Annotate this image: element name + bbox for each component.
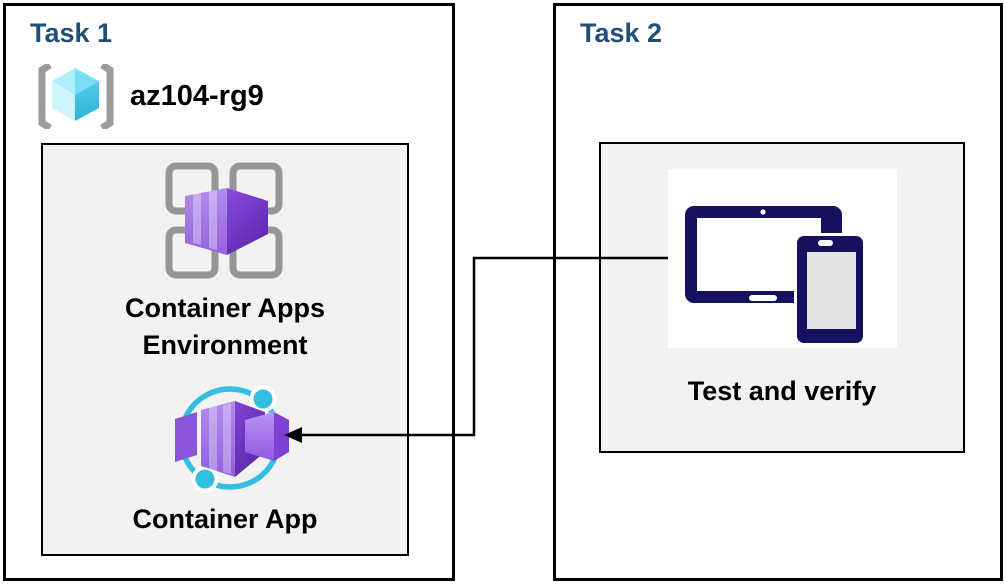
container-app-label: Container App	[132, 504, 318, 534]
right-bracket-shape	[100, 63, 114, 129]
app-dot-bottom-shape	[191, 465, 219, 493]
container-apps-environment-icon	[165, 162, 283, 279]
environment-label: Container Apps Environment	[124, 293, 325, 360]
phone-shape	[794, 233, 866, 346]
app-dot-top-shape	[249, 385, 277, 413]
devices-icon	[685, 206, 866, 346]
test-and-verify-label: Test and verify	[687, 376, 877, 406]
task1-title: Task 1	[30, 18, 113, 48]
task2-inner-box: Test and verify	[599, 142, 965, 453]
environment-container-cube-shape	[185, 188, 268, 255]
task1-inner-box: Container Apps Environment	[41, 143, 409, 556]
task1-box: Task 1 az104-rg9	[3, 3, 455, 581]
container-app-icon	[175, 385, 289, 493]
devices-icon-area	[668, 169, 897, 348]
resource-group-row: az104-rg9	[38, 63, 264, 129]
resource-group-name: az104-rg9	[130, 79, 264, 112]
task2-title: Task 2	[580, 18, 663, 48]
app-container-cubes-shape	[175, 401, 289, 477]
azure-resource-group-icon	[38, 63, 114, 129]
task2-box: Task 2 T	[553, 3, 1003, 581]
left-bracket-shape	[38, 63, 52, 129]
